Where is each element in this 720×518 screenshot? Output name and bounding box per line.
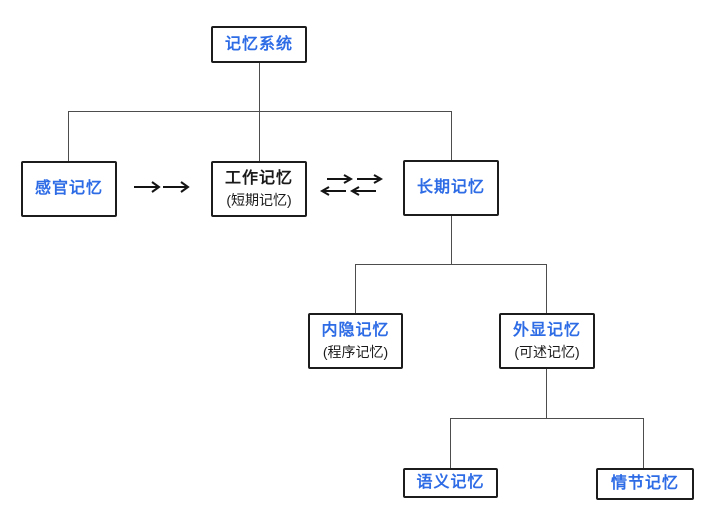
node-episodic-memory: 情节记忆 [596,468,694,500]
connector-root-drop [259,63,260,111]
node-explicit-memory-sublabel: (可述记忆) [514,343,580,360]
connector-to-semantic [450,418,451,468]
node-working-memory-label: 工作记忆 [224,169,293,187]
connector-to-longterm [451,111,452,160]
connector-to-implicit [355,264,356,313]
node-sensory-memory: 感官记忆 [21,161,117,217]
node-long-term-memory-label: 长期记忆 [416,179,485,196]
connector-longterm-drop [451,216,452,264]
node-working-memory-sublabel: (短期记忆) [226,191,292,208]
forward-arrow-icon [133,179,193,200]
node-memory-system-label: 记忆系统 [224,35,293,53]
node-episodic-memory-label: 情节记忆 [610,475,679,492]
node-semantic-memory: 语义记忆 [403,468,498,498]
node-sensory-memory-label: 感官记忆 [34,180,103,197]
connector-level3-rail [450,418,644,419]
node-long-term-memory: 长期记忆 [403,160,499,216]
connector-level2-rail [355,264,547,265]
node-semantic-memory-label: 语义记忆 [416,474,485,491]
node-memory-system: 记忆系统 [211,26,307,63]
connector-to-episodic [643,418,644,468]
node-implicit-memory-label: 内隐记忆 [321,321,390,339]
bidirectional-arrow-icon [319,173,388,203]
connector-explicit-drop [546,369,547,418]
node-implicit-memory-sublabel: (程序记忆) [322,343,389,360]
connector-level1-rail [68,111,452,112]
node-explicit-memory: 外显记忆 (可述记忆) [499,313,595,369]
connector-to-sensory [68,111,69,161]
node-working-memory: 工作记忆 (短期记忆) [211,161,307,217]
node-explicit-memory-label: 外显记忆 [512,321,581,339]
node-implicit-memory: 内隐记忆 (程序记忆) [308,313,403,369]
connector-to-explicit [546,264,547,313]
connector-to-working [259,111,260,161]
